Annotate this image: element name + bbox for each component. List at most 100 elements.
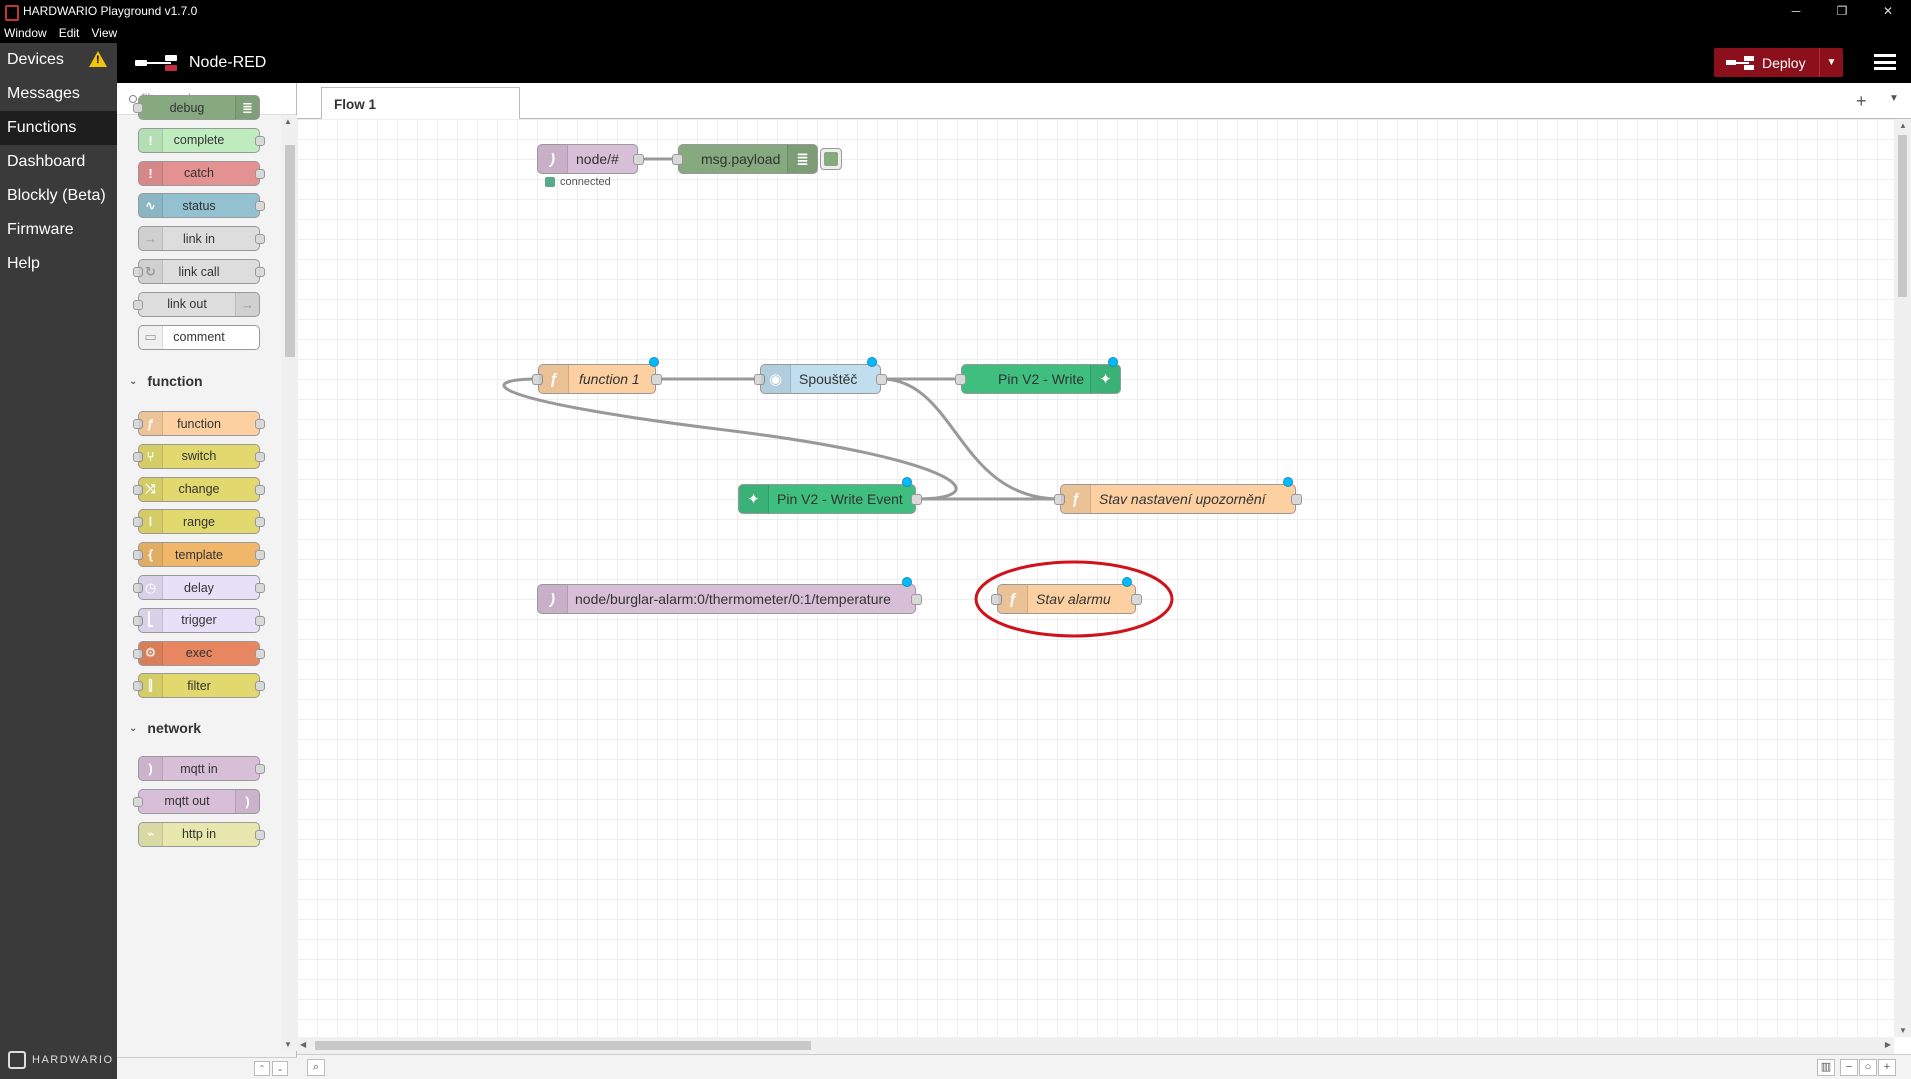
output-port[interactable] [1131, 594, 1142, 605]
function-icon: ƒ [998, 585, 1028, 613]
menu-view[interactable]: View [91, 25, 118, 40]
palette-node-template[interactable]: {template [133, 542, 265, 568]
add-flow-button[interactable]: + [1856, 91, 1867, 111]
palette-node-label: link in [183, 231, 215, 246]
scroll-up-icon[interactable]: ▲ [1899, 121, 1907, 130]
nav-item-dashboard[interactable]: Dashboard [0, 145, 117, 179]
scroll-right-icon[interactable]: ▶ [1884, 1040, 1891, 1049]
nav-item-firmware[interactable]: Firmware [0, 213, 117, 247]
input-port[interactable] [955, 374, 966, 385]
input-port[interactable] [672, 154, 683, 165]
flow-node-pin-write-event[interactable]: ✦ Pin V2 - Write Event [738, 477, 922, 514]
debug-toggle-button[interactable] [820, 148, 842, 170]
input-port[interactable] [991, 594, 1002, 605]
input-port[interactable] [532, 374, 543, 385]
palette-node-link-in[interactable]: →link in [138, 226, 265, 252]
palette-node-label: complete [173, 133, 225, 148]
collapse-all-button[interactable]: ⌃ [254, 1061, 270, 1076]
menu-window[interactable]: Window [4, 25, 47, 40]
flow-node-mqtt-temperature[interactable]: ) node/burglar-alarm:0/thermometer/0:1/t… [537, 577, 922, 614]
canvas-horizontal-scrollbar[interactable]: ◀ ▶ [297, 1037, 1894, 1054]
flow-node-pin-write[interactable]: Pin V2 - Write ✦ [955, 357, 1121, 394]
nav-item-blockly[interactable]: Blockly (Beta) [0, 179, 117, 213]
output-port[interactable] [651, 374, 662, 385]
palette-scrollbar[interactable]: ▲ ▼ [281, 115, 297, 1051]
node-label: Pin V2 - Write [998, 371, 1085, 387]
scroll-up-icon[interactable]: ▲ [284, 117, 292, 126]
flow-node-stav-nastaveni[interactable]: ƒ Stav nastavení upozornění [1054, 477, 1302, 514]
palette-node-comment[interactable]: ▭comment [138, 324, 260, 350]
palette-scroll-thumb[interactable] [285, 145, 295, 357]
horizontal-scroll-thumb[interactable] [315, 1041, 811, 1050]
palette-node-icon: ⑂ [139, 444, 163, 468]
output-port[interactable] [876, 374, 887, 385]
tab-flow-1[interactable]: Flow 1 [321, 87, 520, 120]
nav-item-devices[interactable]: Devices ! [0, 43, 117, 77]
main-menu-icon[interactable] [1874, 52, 1896, 72]
zoom-out-button[interactable]: − [1840, 1059, 1858, 1076]
canvas-vertical-scrollbar[interactable]: ▲ ▼ [1894, 119, 1911, 1037]
palette-node-http-in[interactable]: ⌁http in [138, 821, 265, 847]
flow-node-stav-alarmu[interactable]: ƒ Stav alarmu [991, 577, 1142, 614]
palette-node-label: http in [181, 827, 217, 842]
changed-indicator [649, 357, 659, 367]
palette-node-delay[interactable]: ◷delay [133, 575, 265, 600]
palette-node-icon: ! [139, 128, 163, 152]
palette-node-catch[interactable]: !catch [138, 160, 265, 186]
output-port[interactable] [911, 494, 922, 505]
nav-item-messages[interactable]: Messages [0, 77, 117, 111]
flow-node-debug[interactable]: msg.payload ≣ [672, 144, 818, 174]
scroll-down-icon[interactable]: ▼ [1899, 1026, 1907, 1035]
palette-node-mqtt-out[interactable]: )mqtt out [133, 788, 260, 814]
palette-node-link-call[interactable]: ↻link call [133, 259, 265, 284]
scroll-down-icon[interactable]: ▼ [284, 1040, 292, 1049]
flow-list-menu[interactable]: ▼ [1889, 93, 1899, 104]
palette-category-function[interactable]: ⌄ function [117, 363, 280, 399]
maximize-button[interactable]: ❐ [1836, 4, 1848, 18]
flow-canvas[interactable]: ) node/# connected msg.payload ≣ ƒ funct… [297, 119, 1894, 1037]
minimize-button[interactable]: ─ [1791, 4, 1801, 18]
palette-category-network[interactable]: ⌄ network [117, 710, 280, 746]
zoom-reset-button[interactable]: ○ [1859, 1059, 1877, 1076]
palette-node-trigger[interactable]: ⎣trigger [133, 607, 265, 633]
output-port [255, 681, 265, 692]
navigator-map-button[interactable]: ▥ [1817, 1059, 1835, 1076]
output-port[interactable] [911, 594, 922, 605]
output-port[interactable] [633, 154, 644, 165]
input-port [133, 517, 143, 528]
nav-item-functions[interactable]: Functions [0, 111, 117, 145]
deploy-menu-caret[interactable]: ▼ [1819, 48, 1843, 77]
scroll-left-icon[interactable]: ◀ [300, 1040, 307, 1049]
flow-node-function-1[interactable]: ƒ function 1 [532, 357, 662, 394]
palette-node-change[interactable]: ⤨change [133, 476, 265, 502]
input-port [133, 583, 143, 593]
flow-node-spoustec[interactable]: ◉ Spouštěč [754, 357, 887, 394]
palette-node-mqtt-in[interactable]: )mqtt in [138, 756, 265, 781]
input-port [133, 267, 143, 277]
menu-edit[interactable]: Edit [58, 25, 80, 40]
vertical-scroll-thumb[interactable] [1898, 135, 1907, 297]
output-port[interactable] [1291, 494, 1302, 505]
input-port [133, 103, 143, 113]
palette-node-switch[interactable]: ⑂switch [133, 443, 265, 469]
palette-node-status[interactable]: ∿status [138, 193, 265, 219]
close-button[interactable]: ✕ [1882, 4, 1894, 18]
palette-node-link-out[interactable]: →link out [133, 291, 260, 317]
input-port[interactable] [1054, 494, 1065, 505]
nav-item-label: Firmware [7, 221, 74, 238]
palette-node-debug[interactable]: ≣debug [133, 95, 260, 120]
nav-item-help[interactable]: Help [0, 247, 117, 281]
palette-node-exec[interactable]: ⚙exec [133, 640, 265, 666]
input-port [133, 550, 143, 561]
input-port[interactable] [754, 374, 765, 385]
palette-node-filter[interactable]: ⫿filter [133, 673, 265, 699]
zoom-in-button[interactable]: + [1878, 1059, 1896, 1076]
expand-all-button[interactable]: ⌄ [272, 1061, 288, 1076]
palette-node-complete[interactable]: ! complete [138, 127, 265, 153]
wires-layer [502, 157, 1174, 638]
flow-node-mqtt-in[interactable]: ) node/# [537, 144, 644, 174]
search-flows-button[interactable]: ⌕ [307, 1059, 325, 1076]
deploy-button[interactable]: Deploy ▼ [1714, 48, 1843, 77]
